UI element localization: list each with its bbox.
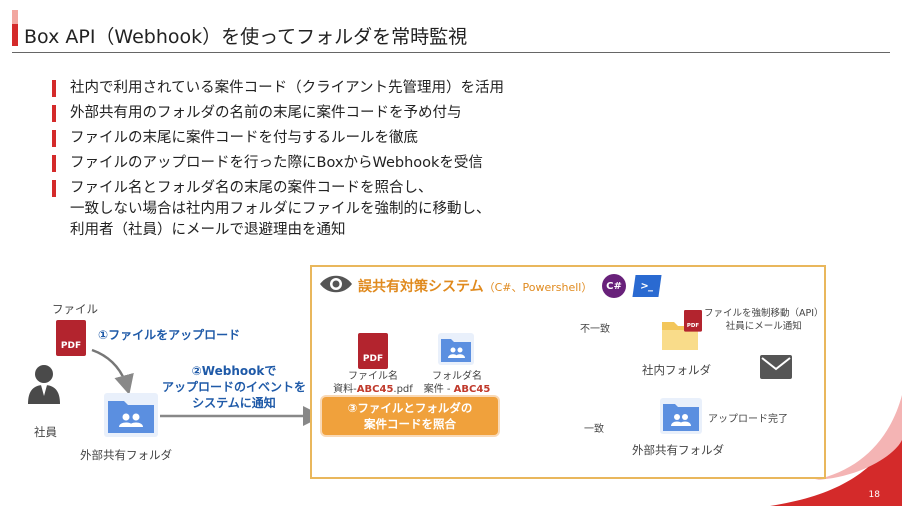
system-box bbox=[310, 265, 826, 479]
step3-box: ③ファイルとフォルダの 案件コードを照合 bbox=[322, 397, 498, 435]
system-name: 誤共有対策システム bbox=[358, 279, 484, 295]
file-name-value: 資料-ABC45.pdf bbox=[330, 380, 416, 395]
system-tech: （C#、Powershell） bbox=[483, 281, 593, 294]
bullet-line: ファイルのアップロードを行った際にBoxからWebhookを受信 bbox=[70, 155, 483, 171]
bullet-item: 外部共有用のフォルダの名前の末尾に案件コードを予め付与 bbox=[52, 103, 504, 124]
bullet-list: 社内で利用されている案件コード（クライアント先管理用）を活用 外部共有用のフォル… bbox=[52, 78, 504, 245]
step2-line: ②Webhookで bbox=[191, 364, 277, 378]
bullet-item: ファイル名とフォルダ名の末尾の案件コードを照合し、 一致しない場合は社内用フォル… bbox=[52, 178, 504, 241]
step2-line: アップロードのイベントを bbox=[161, 380, 306, 394]
title-accent-highlight bbox=[12, 10, 18, 24]
pdf-icon-text: PDF bbox=[684, 310, 702, 332]
powershell-icon: >_ bbox=[632, 275, 662, 297]
internal-folder-label: 社内フォルダ bbox=[642, 363, 711, 377]
bullet-line: 一致しない場合は社内用フォルダにファイルを強制的に移動し、 bbox=[70, 201, 491, 217]
folder-name-code: ABC45 bbox=[453, 384, 491, 395]
step3-line: 案件コードを照合 bbox=[364, 417, 456, 431]
folder-name-value: 案件 - ABC45 bbox=[414, 380, 500, 395]
pdf-icon-text: PDF bbox=[56, 320, 86, 356]
eye-icon bbox=[320, 275, 352, 293]
mismatch-label: 不一致 bbox=[580, 324, 610, 335]
moved-pdf-icon: PDF bbox=[684, 310, 702, 332]
folder-name-label: フォルダ名 bbox=[432, 371, 482, 382]
corner-decoration bbox=[770, 420, 902, 506]
pdf-icon: PDF bbox=[56, 320, 86, 356]
external-folder-right-icon bbox=[660, 398, 702, 434]
page-number: 18 bbox=[868, 490, 880, 500]
force-move-label: ファイルを強制移動（API） 社員にメール通知 bbox=[704, 307, 824, 333]
title-divider bbox=[12, 52, 890, 53]
bullet-item: ファイルの末尾に案件コードを付与するルールを徹底 bbox=[52, 128, 504, 149]
system-pdf-icon: PDF bbox=[358, 333, 388, 369]
bullet-line: ファイル名とフォルダ名の末尾の案件コードを照合し、 bbox=[70, 180, 433, 196]
employee-icon bbox=[28, 365, 60, 404]
employee-label: 社員 bbox=[34, 425, 57, 439]
force-move-line: ファイルを強制移動（API） bbox=[704, 308, 824, 319]
external-folder-label: 外部共有フォルダ bbox=[80, 448, 172, 462]
force-move-line: 社員にメール通知 bbox=[725, 321, 802, 332]
bullet-line: ファイルの末尾に案件コードを付与するルールを徹底 bbox=[70, 130, 418, 146]
corner-decoration-light bbox=[815, 395, 902, 480]
file-name-suffix: .pdf bbox=[393, 384, 413, 395]
title-accent-bar bbox=[12, 10, 18, 46]
file-name-prefix: 資料- bbox=[333, 384, 357, 395]
match-label: 一致 bbox=[584, 424, 604, 435]
file-label: ファイル bbox=[52, 302, 98, 316]
folder-name-prefix: 案件 - bbox=[423, 384, 454, 395]
bullet-line: 社内で利用されている案件コード（クライアント先管理用）を活用 bbox=[70, 80, 504, 96]
csharp-icon: C# bbox=[602, 274, 626, 298]
pdf-icon-text: PDF bbox=[358, 333, 388, 369]
bullet-item: 社内で利用されている案件コード（クライアント先管理用）を活用 bbox=[52, 78, 504, 99]
bullet-item: ファイルのアップロードを行った際にBoxからWebhookを受信 bbox=[52, 153, 504, 174]
mail-icon bbox=[760, 355, 792, 379]
external-folder-right-label: 外部共有フォルダ bbox=[632, 443, 724, 457]
bullet-line: 外部共有用のフォルダの名前の末尾に案件コードを予め付与 bbox=[70, 105, 462, 121]
step2-label: ②Webhookで アップロードのイベントを システムに通知 bbox=[160, 363, 308, 411]
upload-done-label: アップロード完了 bbox=[708, 414, 788, 425]
bullet-line: 利用者（社員）にメールで退避理由を通知 bbox=[70, 222, 346, 238]
slide-title: Box API（Webhook）を使ってフォルダを常時監視 bbox=[24, 26, 468, 48]
system-title: 誤共有対策システム（C#、Powershell） bbox=[358, 276, 592, 296]
external-folder-icon bbox=[104, 393, 158, 437]
file-name-label: ファイル名 bbox=[348, 371, 398, 382]
step2-line: システムに通知 bbox=[192, 396, 276, 410]
step1-label: ①ファイルをアップロード bbox=[98, 328, 241, 342]
file-name-code: ABC45 bbox=[356, 384, 394, 395]
system-folder-icon bbox=[438, 333, 474, 365]
step3-line: ③ファイルとフォルダの bbox=[347, 401, 473, 415]
upload-arrow bbox=[91, 348, 134, 395]
